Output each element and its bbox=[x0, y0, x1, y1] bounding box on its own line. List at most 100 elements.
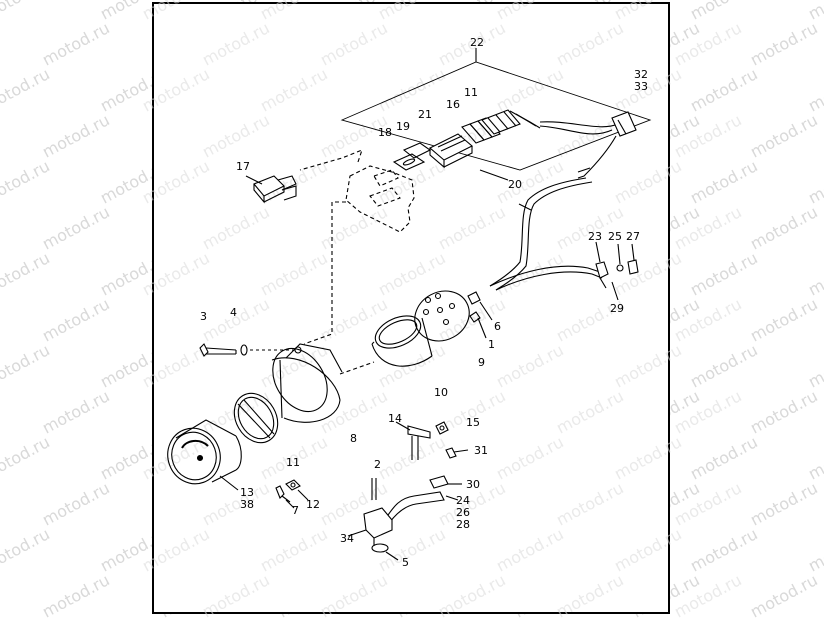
watermark-text: motod.ru bbox=[39, 18, 113, 69]
sensor-wire bbox=[489, 265, 601, 287]
callout-32: 32 bbox=[634, 68, 648, 81]
bulb-socket-6 bbox=[467, 291, 481, 305]
callout-1: 1 bbox=[488, 338, 495, 351]
watermark-text: motod.ru bbox=[0, 64, 53, 115]
watermark-text: motod.ru bbox=[805, 156, 824, 207]
washer-4 bbox=[240, 344, 248, 356]
dashed-leader-bracket bbox=[303, 201, 346, 345]
nut-15 bbox=[435, 421, 449, 435]
watermark-text: motod.ru bbox=[0, 340, 53, 391]
callout-13: 13 bbox=[240, 486, 254, 499]
callout-18: 18 bbox=[378, 126, 392, 139]
nut-15-hole bbox=[439, 425, 445, 431]
sensor-wire-2 bbox=[495, 271, 603, 291]
connector-32-33 bbox=[611, 111, 637, 137]
leader-24 bbox=[445, 495, 459, 501]
leader-27 bbox=[631, 243, 635, 261]
watermark-text: motod.ru bbox=[805, 248, 824, 299]
connector-27 bbox=[627, 259, 639, 275]
watermark-text: motod.ru bbox=[805, 432, 824, 483]
callout-27: 27 bbox=[626, 230, 640, 243]
callout-38: 38 bbox=[240, 498, 254, 511]
watermark-text: motod.ru bbox=[747, 570, 821, 618]
gauge-13-38 bbox=[167, 419, 242, 485]
leader-20 bbox=[479, 169, 509, 181]
callout-7: 7 bbox=[292, 504, 299, 517]
connector-block-21 bbox=[429, 133, 473, 169]
callout-34: 34 bbox=[340, 532, 354, 545]
watermark-text: motod.ru bbox=[687, 524, 761, 575]
dashed-leader-housing bbox=[339, 361, 375, 375]
watermark-text: motod.ru bbox=[39, 386, 113, 437]
o-ring-5 bbox=[371, 543, 389, 553]
cup-10 bbox=[371, 315, 433, 367]
indicator-lamp-17 bbox=[253, 175, 297, 204]
harness-callout-frame bbox=[340, 61, 652, 171]
watermark-text: motod.ru bbox=[805, 340, 824, 391]
plug-18-hole bbox=[402, 158, 416, 166]
callout-5: 5 bbox=[402, 556, 409, 569]
screw-7-shaft bbox=[281, 495, 291, 503]
gasket-plate-9 bbox=[414, 290, 470, 342]
watermark-text: motod.ru bbox=[39, 202, 113, 253]
mounting-bracket bbox=[299, 149, 415, 233]
callout-15: 15 bbox=[466, 416, 480, 429]
watermark-text: motod.ru bbox=[687, 156, 761, 207]
watermark-text: motod.ru bbox=[0, 524, 53, 575]
bulb-1 bbox=[469, 311, 481, 323]
watermark-text: motod.ru bbox=[39, 294, 113, 345]
watermark-text: motod.ru bbox=[747, 294, 821, 345]
callout-20: 20 bbox=[508, 178, 522, 191]
watermark-text: motod.ru bbox=[0, 248, 53, 299]
callout-23: 23 bbox=[588, 230, 602, 243]
watermark-text: motod.ru bbox=[687, 340, 761, 391]
watermark-text: motod.ru bbox=[39, 478, 113, 529]
callout-11-top: 11 bbox=[464, 86, 478, 99]
terminal-23 bbox=[595, 261, 609, 279]
callout-25: 25 bbox=[608, 230, 622, 243]
callout-2: 2 bbox=[374, 458, 381, 471]
callout-3: 3 bbox=[200, 310, 207, 323]
callout-26: 26 bbox=[456, 506, 470, 519]
seal-25 bbox=[616, 264, 624, 272]
watermark-text: motod.ru bbox=[687, 248, 761, 299]
callout-12: 12 bbox=[306, 498, 320, 511]
callout-9: 9 bbox=[478, 356, 485, 369]
callout-28: 28 bbox=[456, 518, 470, 531]
callout-17: 17 bbox=[236, 160, 250, 173]
watermark-text: motod.ru bbox=[805, 64, 824, 115]
watermark-text: motod.ru bbox=[39, 110, 113, 161]
watermark-text: motod.ru bbox=[747, 18, 821, 69]
terminal-23-lead bbox=[599, 277, 607, 289]
connector-32-33-slot bbox=[617, 119, 627, 135]
watermark-text: motod.ru bbox=[687, 432, 761, 483]
plug-18 bbox=[392, 153, 426, 171]
nut-12 bbox=[285, 479, 301, 491]
watermark-text: motod.ru bbox=[747, 110, 821, 161]
callout-31: 31 bbox=[474, 444, 488, 457]
leader-6 bbox=[479, 301, 493, 321]
nut-12-hole bbox=[290, 482, 296, 488]
callout-22: 22 bbox=[470, 36, 484, 49]
leader-12 bbox=[297, 489, 309, 501]
bolt-31 bbox=[445, 447, 457, 459]
connector-11-top bbox=[481, 109, 541, 135]
watermark-text: motod.ru bbox=[687, 0, 761, 24]
screw-3 bbox=[199, 343, 237, 357]
watermark-text: motod.ru bbox=[0, 156, 53, 207]
watermark-text: motod.ru bbox=[0, 0, 53, 24]
callout-4: 4 bbox=[230, 306, 237, 319]
wire-break-mark bbox=[577, 167, 591, 173]
callout-30: 30 bbox=[466, 478, 480, 491]
watermark-text: motod.ru bbox=[0, 432, 53, 483]
leader-5 bbox=[385, 551, 399, 561]
callout-11-bottom: 11 bbox=[286, 456, 300, 469]
callout-19: 19 bbox=[396, 120, 410, 133]
bolt-31-shaft bbox=[453, 449, 469, 453]
callout-29: 29 bbox=[610, 302, 624, 315]
gauge-housing-8 bbox=[271, 343, 343, 423]
screw-7 bbox=[275, 485, 285, 499]
leader-17 bbox=[245, 175, 263, 185]
leader-23 bbox=[595, 241, 601, 263]
